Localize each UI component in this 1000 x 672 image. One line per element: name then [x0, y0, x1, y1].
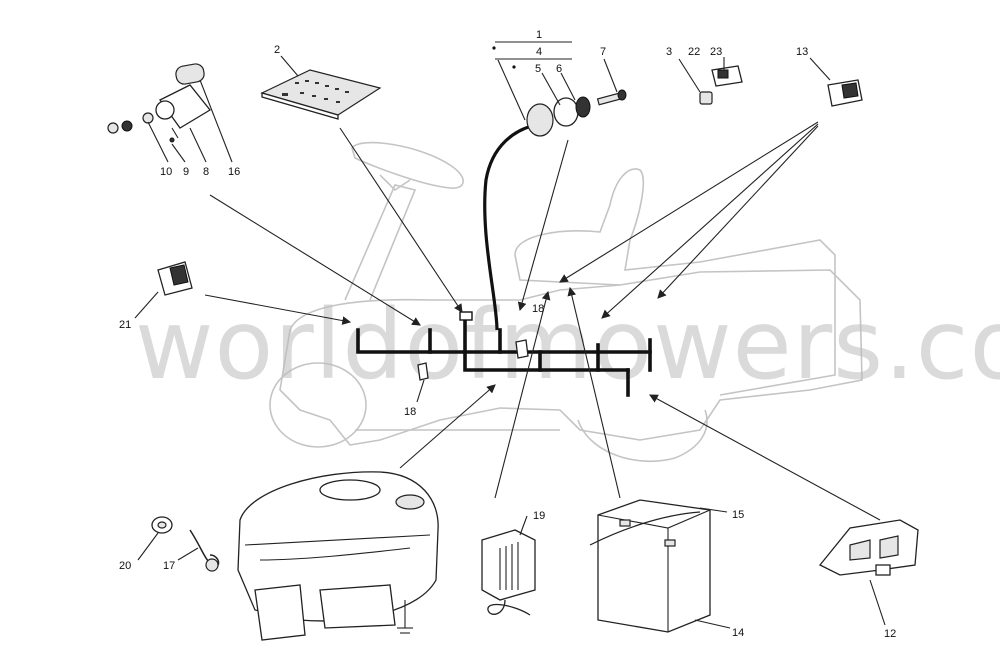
wire-clip-part	[189, 529, 220, 572]
solenoid-assembly-part	[107, 63, 211, 143]
callout-22: 22	[688, 46, 700, 58]
callout-23: 23	[710, 46, 722, 58]
callout-8: 8	[203, 166, 209, 178]
battery-charger-part	[481, 529, 536, 616]
callout-9: 9	[183, 166, 189, 178]
callout-15: 15	[732, 509, 744, 521]
harness-clip-part	[417, 339, 529, 381]
callout-12: 12	[884, 628, 896, 640]
callout-5: 5	[535, 63, 541, 75]
callout-7: 7	[600, 46, 606, 58]
tractor-outline	[269, 141, 863, 463]
watermark-text: worldofmowers.co.uk	[135, 289, 1000, 401]
callout-16: 16	[228, 166, 240, 178]
battery-part	[589, 499, 711, 633]
callout-group-1-4	[492, 41, 572, 121]
battery-tray-part	[818, 519, 919, 576]
callout-leaders	[134, 55, 886, 629]
callout-6: 6	[556, 63, 562, 75]
circuit-board-part	[260, 69, 382, 120]
callout-18-center: 18	[532, 303, 544, 315]
brake-switch-part	[157, 261, 193, 296]
callout-10: 10	[160, 166, 172, 178]
small-switch-part	[699, 65, 743, 105]
seat-switch-part	[827, 79, 863, 107]
callout-19: 19	[533, 510, 545, 522]
callout-numbers: 1 2 3 4 5 6 7 8 9 10 12 13 14 15 16 17 1…	[119, 29, 896, 640]
grommet-part	[151, 516, 173, 534]
callout-13: 13	[796, 46, 808, 58]
key-switch-part	[526, 89, 627, 137]
callout-2: 2	[274, 44, 280, 56]
callout-4: 4	[536, 46, 542, 58]
callout-3: 3	[666, 46, 672, 58]
callout-14: 14	[732, 627, 744, 639]
engine-part	[237, 471, 439, 641]
callout-21: 21	[119, 319, 131, 331]
callout-18-left: 18	[404, 406, 416, 418]
callout-17: 17	[163, 560, 175, 572]
callout-1: 1	[536, 29, 542, 41]
callout-20: 20	[119, 560, 131, 572]
wiring-harness	[356, 123, 652, 397]
leader-lines	[204, 121, 881, 521]
